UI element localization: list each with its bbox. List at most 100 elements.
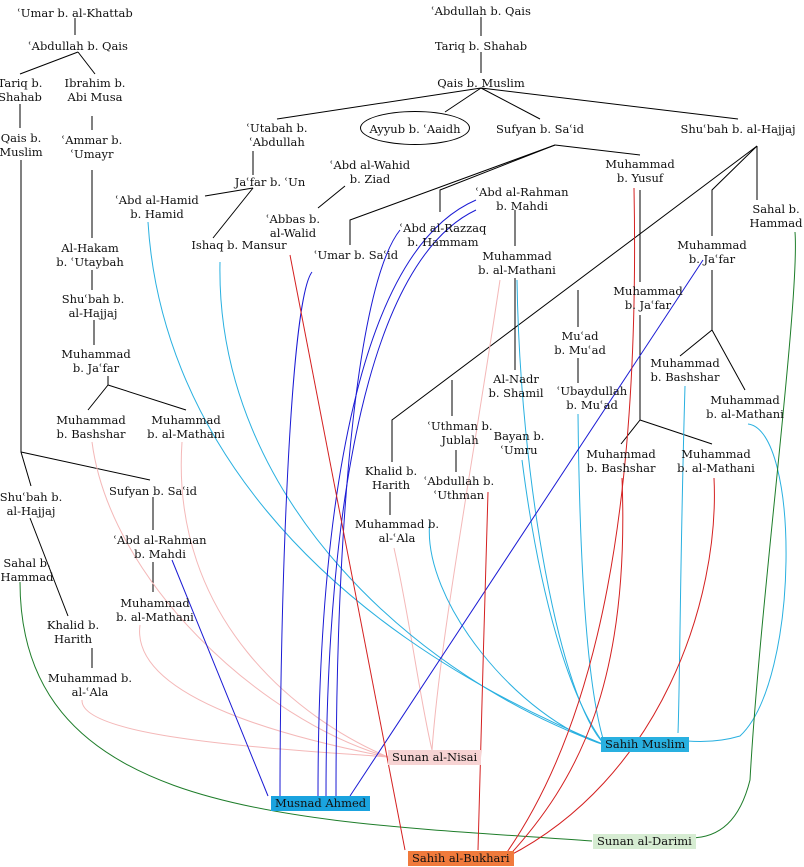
narrator-abdullah-qais-top: ʿAbdullah b. Qais <box>431 4 531 18</box>
narrator-ibrahim: Ibrahim b. Abi Musa <box>64 76 126 104</box>
narrator-mathani-mid: Muhammad b. al-Mathani <box>478 249 556 277</box>
tree-line-24 <box>212 187 254 239</box>
path-nisai <box>180 441 389 758</box>
path-ahmed <box>349 259 704 797</box>
ayyub-highlight-ellipse <box>360 111 470 145</box>
narrator-jafar-un: Jaʿfar b. ʿUn <box>234 175 306 189</box>
tree-line-2 <box>77 51 96 75</box>
narrator-abdullah-qais-left: ʿAbdullah b. Qais <box>28 39 128 53</box>
narrator-al-nadr: Al-Nadr b. Shamil <box>488 372 544 400</box>
narrator-ishaq: Ishaq b. Mansur <box>191 238 287 252</box>
narrator-bashshar-mid: Muhammad b. Bashshar <box>586 447 656 475</box>
narrator-mathani-left2: Muhammad b. al-Mathani <box>116 596 194 624</box>
path-darimi <box>689 231 796 839</box>
narrator-muhammad-jafar-left: Muhammad b. Jaʿfar <box>61 347 131 375</box>
path-darimi <box>19 581 593 842</box>
narrator-qais-top: Qais b. Muslim <box>437 76 525 90</box>
path-muslim <box>677 385 686 734</box>
collection-sahih-bukhari: Sahih al-Bukhari <box>408 851 514 866</box>
narrator-qais-left: Qais b. Muslim <box>0 131 43 159</box>
tree-line-1 <box>19 51 79 75</box>
tree-line-20 <box>480 87 541 120</box>
narrator-sufyan-top: Sufyan b. Saʿid <box>496 122 584 136</box>
path-muslim <box>577 413 606 746</box>
narrator-sahal-right: Sahal b. Hammad <box>749 202 803 230</box>
tree-line-21 <box>480 87 739 120</box>
narrator-sahal-left: Sahal b. Hammad <box>0 556 54 584</box>
path-bukhari <box>504 187 636 856</box>
path-bukhari <box>477 491 489 851</box>
tree-line-23 <box>204 187 254 197</box>
narrator-tariq-left: Tariq b. Shahab <box>0 76 43 104</box>
narrator-abd-rahman-left: ʿAbd al-Rahman b. Mahdi <box>113 533 207 561</box>
tree-line-26 <box>349 144 556 245</box>
tree-line-9 <box>107 384 187 411</box>
narrator-khalid-mid: Khalid b. Harith <box>364 464 418 492</box>
tree-line-35 <box>711 329 746 391</box>
path-ahmed <box>335 229 401 797</box>
path-nisai <box>81 699 389 758</box>
narrator-sufyan-left: Sufyan b. Saʿid <box>109 484 197 498</box>
path-ahmed <box>317 199 477 797</box>
path-ahmed <box>325 209 477 797</box>
narrator-muhammad-yusuf: Muhammad b. Yusuf <box>605 157 675 185</box>
tree-line-8 <box>87 376 109 411</box>
narrator-muad-muad: Muʿad b. Muʿad <box>554 329 606 357</box>
narrator-abd-hamid: ʿAbd al-Hamid b. Hamid <box>115 193 199 221</box>
tree-line-28 <box>439 144 556 212</box>
collection-musnad-ahmed: Musnad Ahmed <box>271 796 371 811</box>
narrator-al-hakam: Al-Hakam b. ʿUtaybah <box>56 241 124 269</box>
narrator-mathani-left: Muhammad b. al-Mathani <box>147 413 225 441</box>
tree-line-14 <box>29 517 69 617</box>
narrator-shubah-top: Shuʿbah b. al-Hajjaj <box>680 122 796 136</box>
tree-line-10 <box>20 160 32 487</box>
narrator-ayyub: Ayyub b. ʿAaidh <box>369 122 461 136</box>
tree-line-19 <box>444 87 482 113</box>
narrator-abd-razzaq: ʿAbd al-Razzaq b. Hammam <box>399 221 487 249</box>
narrator-muhammad-ala-mid: Muhammad b. al-ʿAla <box>354 517 440 545</box>
narrator-abdullah-uthman: ʿAbdullah b. ʿUthman <box>423 474 495 502</box>
path-muslim <box>219 261 606 746</box>
narrator-muhammad-jafar-mid: Muhammad b. Jaʿfar <box>613 284 683 312</box>
narrator-mathani-right: Muhammad b. al-Mathani <box>706 393 784 421</box>
narrator-umar-said: ʿUmar b. Saʿid <box>313 248 399 262</box>
narrator-abd-wahid: ʿAbd al-Wahid b. Ziad <box>329 158 411 186</box>
narrator-abd-rahman-mid: ʿAbd al-Rahman b. Mahdi <box>475 185 569 213</box>
path-nisai <box>139 624 389 758</box>
path-nisai <box>393 547 433 751</box>
path-nisai <box>91 441 389 758</box>
narrator-ubaydullah: ʿUbaydullah b. Muʿad <box>556 384 628 412</box>
narrator-utabah: ʿUtabah b. ʿAbdullah <box>246 121 308 149</box>
narrator-khalid-left: Khalid b. Harith <box>46 618 100 646</box>
path-ahmed <box>279 271 313 797</box>
narrator-ammar: ʿAmmar b. ʿUmayr <box>61 133 123 161</box>
narrator-shubah-left2: Shuʿbah b. al-Hajjaj <box>0 490 63 518</box>
tree-line-25 <box>317 185 346 209</box>
path-nisai <box>431 279 501 751</box>
path-ahmed <box>171 559 269 797</box>
path-bukhari <box>504 477 624 861</box>
tree-line-27 <box>554 144 641 156</box>
path-muslim <box>521 459 606 746</box>
tree-line-31 <box>391 145 758 462</box>
tree-line-18 <box>276 87 482 120</box>
narrator-shubah-left: Shuʿbah b. al-Hajjaj <box>61 292 125 320</box>
narrator-muhammad-jafar-right: Muhammad b. Jaʿfar <box>677 238 747 266</box>
narrator-mathani-mid2: Muhammad b. al-Mathani <box>677 447 755 475</box>
collection-sunan-darimi: Sunan al-Darimi <box>593 834 696 849</box>
narrator-bayan: Bayan b. ʿUmru <box>493 429 545 457</box>
narrator-bashshar-right: Muhammad b. Bashshar <box>650 356 720 384</box>
path-muslim <box>428 519 606 746</box>
tree-line-34 <box>679 270 713 357</box>
narrator-bashshar-left: Muhammad b. Bashshar <box>56 413 126 441</box>
tree-line-33 <box>711 145 758 236</box>
narrator-abbas: ʿAbbas b. al-Walid <box>266 212 320 240</box>
path-muslim <box>686 423 787 742</box>
narrator-tariq-top: Tariq b. Shahab <box>434 39 528 53</box>
narrator-muhammad-ala-left: Muhammad b. al-ʿAla <box>47 671 133 699</box>
narrator-umar-khattab: ʿUmar b. al-Khattab <box>17 6 133 20</box>
tree-line-11 <box>20 451 151 481</box>
tree-line-40 <box>639 419 713 445</box>
